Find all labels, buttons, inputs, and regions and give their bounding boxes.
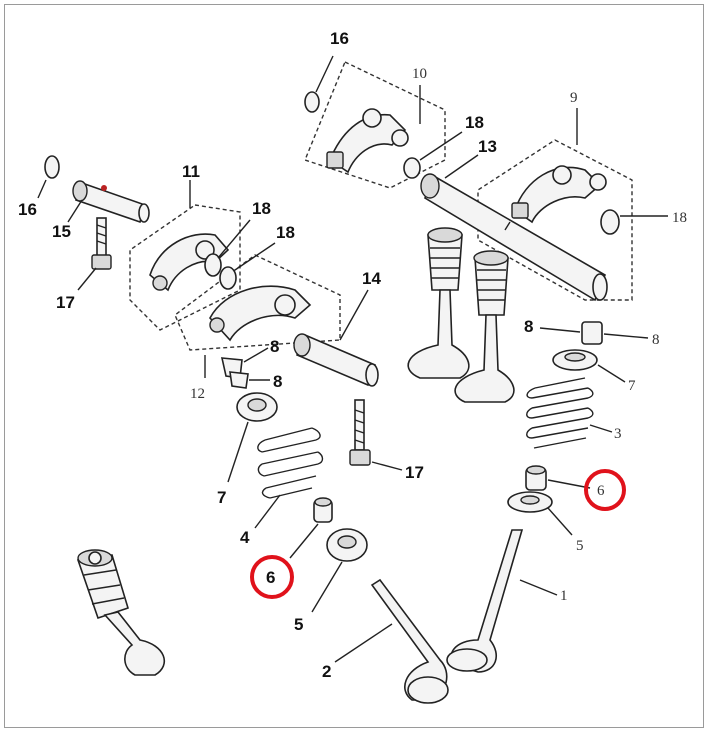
label-6-left: 6 — [266, 568, 275, 587]
stem-seal-6-left — [313, 497, 333, 523]
label-18-c: 18 — [465, 113, 484, 132]
leader-7-right — [597, 364, 626, 383]
label-1: 1 — [560, 588, 568, 604]
washer-18-b — [219, 266, 237, 290]
label-13: 13 — [478, 137, 497, 156]
o-ring-left — [44, 155, 60, 179]
label-16-top: 16 — [330, 29, 349, 48]
spring-seat-5-left — [326, 528, 368, 562]
label-18-d: 18 — [672, 210, 687, 226]
tappet-center-a — [407, 227, 470, 379]
leader-8-right-b — [603, 333, 649, 339]
leader-4 — [254, 494, 281, 529]
leader-14 — [339, 289, 369, 341]
valve-2 — [370, 578, 449, 704]
highlight-circle-6-right — [584, 469, 626, 511]
label-17-center: 17 — [405, 463, 424, 482]
o-ring-top — [304, 91, 320, 113]
keeper-8-left — [220, 357, 249, 389]
rocker-arm-top — [326, 108, 409, 174]
retainer-7-left — [236, 392, 278, 422]
leader-18-b — [234, 242, 276, 271]
leader-13 — [444, 154, 479, 179]
leader-15 — [67, 199, 83, 223]
label-16-left: 16 — [18, 200, 37, 219]
label-17-left: 17 — [56, 293, 75, 312]
stem-seal-6-right — [525, 465, 547, 491]
label-4: 4 — [240, 528, 250, 547]
leader-6-right — [547, 479, 591, 489]
label-18-b: 18 — [276, 223, 295, 242]
label-18-a: 18 — [252, 199, 271, 218]
tappet-lower-left — [76, 549, 166, 676]
label-3: 3 — [614, 426, 622, 442]
highlight-circle-6-left — [250, 555, 294, 599]
valve-1 — [446, 529, 524, 673]
leader-3 — [589, 424, 613, 433]
leader-18-a — [217, 219, 251, 259]
tappet-center-b — [454, 250, 515, 403]
label-8-right-a: 8 — [524, 317, 533, 336]
assembly-outline-11 — [129, 204, 241, 331]
label-12: 12 — [190, 386, 205, 402]
label-6-right: 6 — [597, 483, 605, 499]
retainer-7-right — [552, 349, 598, 371]
leader-8-left-a — [243, 347, 269, 363]
bolt-left — [91, 217, 112, 270]
valve-spring-left — [257, 427, 324, 499]
label-11: 11 — [182, 162, 200, 181]
leader-5-left — [311, 561, 343, 613]
rocker-shaft-14 — [293, 333, 379, 387]
label-2: 2 — [322, 662, 331, 681]
label-9: 9 — [570, 90, 578, 106]
rocker-arm-left-upper — [149, 233, 230, 292]
washer-18-a — [204, 253, 222, 277]
label-5-right: 5 — [576, 538, 584, 554]
assembly-outline-12 — [174, 254, 341, 351]
leader-2 — [334, 623, 393, 663]
leader-18-c — [419, 131, 463, 161]
leader-8-right-a — [539, 327, 581, 333]
leader-16-top — [315, 55, 334, 93]
keeper-8-right — [581, 321, 603, 345]
leader-17-center — [371, 461, 403, 471]
leader-17-left — [77, 267, 97, 291]
label-8-left-a: 8 — [270, 337, 279, 356]
leader-6-left — [289, 523, 319, 559]
spring-seat-5-right — [507, 491, 553, 513]
label-8-right-b: 8 — [652, 332, 660, 348]
bolt-center — [349, 399, 371, 466]
leader-7-left — [227, 421, 249, 483]
rocker-shaft-small — [72, 180, 150, 224]
label-5-left: 5 — [294, 615, 303, 634]
washer-18-d — [600, 209, 620, 235]
leader-16-left — [37, 179, 47, 199]
rocker-arm-left-lower — [209, 285, 312, 342]
label-14: 14 — [362, 269, 381, 288]
rocker-arm-right — [511, 165, 607, 224]
label-7-right: 7 — [628, 378, 636, 394]
label-10: 10 — [412, 66, 427, 82]
label-7-left: 7 — [217, 488, 226, 507]
rocker-shaft-main — [420, 173, 608, 302]
leader-5-right — [547, 507, 573, 536]
assembly-outline-9 — [477, 139, 633, 301]
washer-18-c — [403, 157, 421, 179]
valve-spring-right — [526, 377, 594, 449]
leader-1 — [519, 579, 558, 596]
label-15: 15 — [52, 222, 71, 241]
label-8-left-b: 8 — [273, 372, 282, 391]
